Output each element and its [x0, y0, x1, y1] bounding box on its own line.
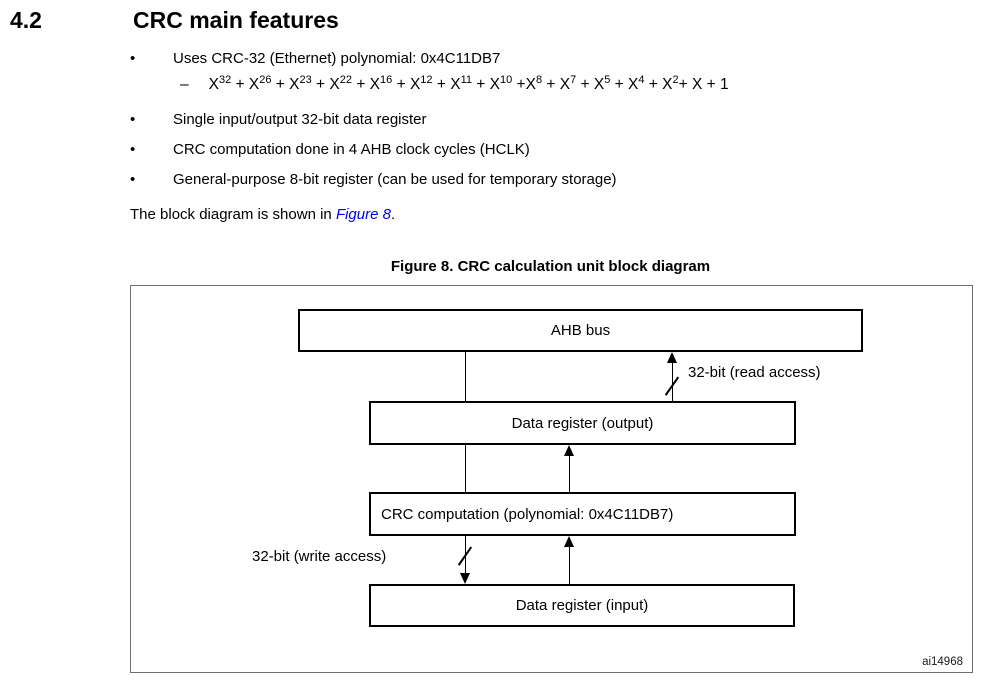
data-register-input-label: Data register (input): [515, 597, 649, 614]
figure-id-label: ai14968: [922, 656, 963, 668]
bullet-icon: •: [130, 141, 136, 158]
section-title: CRC main features: [133, 7, 339, 33]
feature-bullet-8bit: • General-purpose 8-bit register (can be…: [130, 169, 617, 190]
polynomial-terms: X32 + X26 + X23 + X22 + X16 + X12 + X11 …: [208, 73, 729, 93]
bullet-text: General-purpose 8-bit register (can be u…: [173, 171, 617, 188]
arrow-up-icon: [563, 536, 574, 547]
crc-computation-block: CRC computation (polynomial: 0x4C11DB7): [369, 492, 796, 536]
write-path-line-segment-1: [464, 352, 466, 401]
feature-bullet-cycles: • CRC computation done in 4 AHB clock cy…: [130, 139, 530, 160]
figure-caption: Figure 8. CRC calculation unit block dia…: [390, 258, 711, 275]
crc-computation-label: CRC computation (polynomial: 0x4C11DB7): [381, 505, 674, 523]
polynomial-line: – X32 + X26 + X23 + X22 + X16 + X12 + X11…: [180, 74, 729, 96]
figure-frame: AHB bus Data register (output) CRC compu…: [130, 285, 973, 673]
ahb-bus-label: AHB bus: [550, 322, 611, 339]
data-register-output-label: Data register (output): [511, 414, 654, 432]
crc-to-output-line: [568, 454, 570, 492]
arrow-down-icon: [459, 573, 470, 584]
feature-bullet-polynomial: • Uses CRC-32 (Ethernet) polynomial: 0x4…: [130, 48, 500, 69]
figure-8-link[interactable]: Figure 8: [335, 206, 391, 223]
write-path-line-segment-2: [464, 445, 466, 492]
arrow-up-icon: [563, 445, 574, 456]
bullet-text: Single input/output 32-bit data register: [173, 111, 427, 128]
section-number: 4.2: [10, 7, 42, 33]
bullet-text: Uses CRC-32 (Ethernet) polynomial: 0x4C1…: [173, 50, 501, 67]
read-access-line: [671, 361, 673, 401]
bullet-text: CRC computation done in 4 AHB clock cycl…: [173, 141, 530, 158]
bullet-icon: •: [130, 171, 136, 188]
arrow-up-icon: [666, 352, 677, 363]
paragraph-text: The block diagram is shown in: [130, 206, 336, 223]
bullet-icon: •: [130, 50, 136, 67]
feature-bullet-register: • Single input/output 32-bit data regist…: [130, 109, 427, 130]
data-register-output-block: Data register (output): [369, 401, 796, 445]
bullet-icon: •: [130, 111, 136, 128]
ahb-bus-block: AHB bus: [298, 309, 863, 352]
data-register-input-block: Data register (input): [369, 584, 795, 627]
paragraph-period: .: [390, 206, 396, 223]
read-access-label: 32-bit (read access): [688, 364, 821, 381]
body-paragraph: The block diagram is shown in Figure 8.: [130, 204, 395, 225]
dash-icon: –: [180, 76, 189, 93]
input-to-crc-line: [568, 545, 570, 584]
section-heading: 4.2 CRC main features: [0, 4, 990, 38]
write-access-label: 32-bit (write access): [252, 548, 387, 565]
